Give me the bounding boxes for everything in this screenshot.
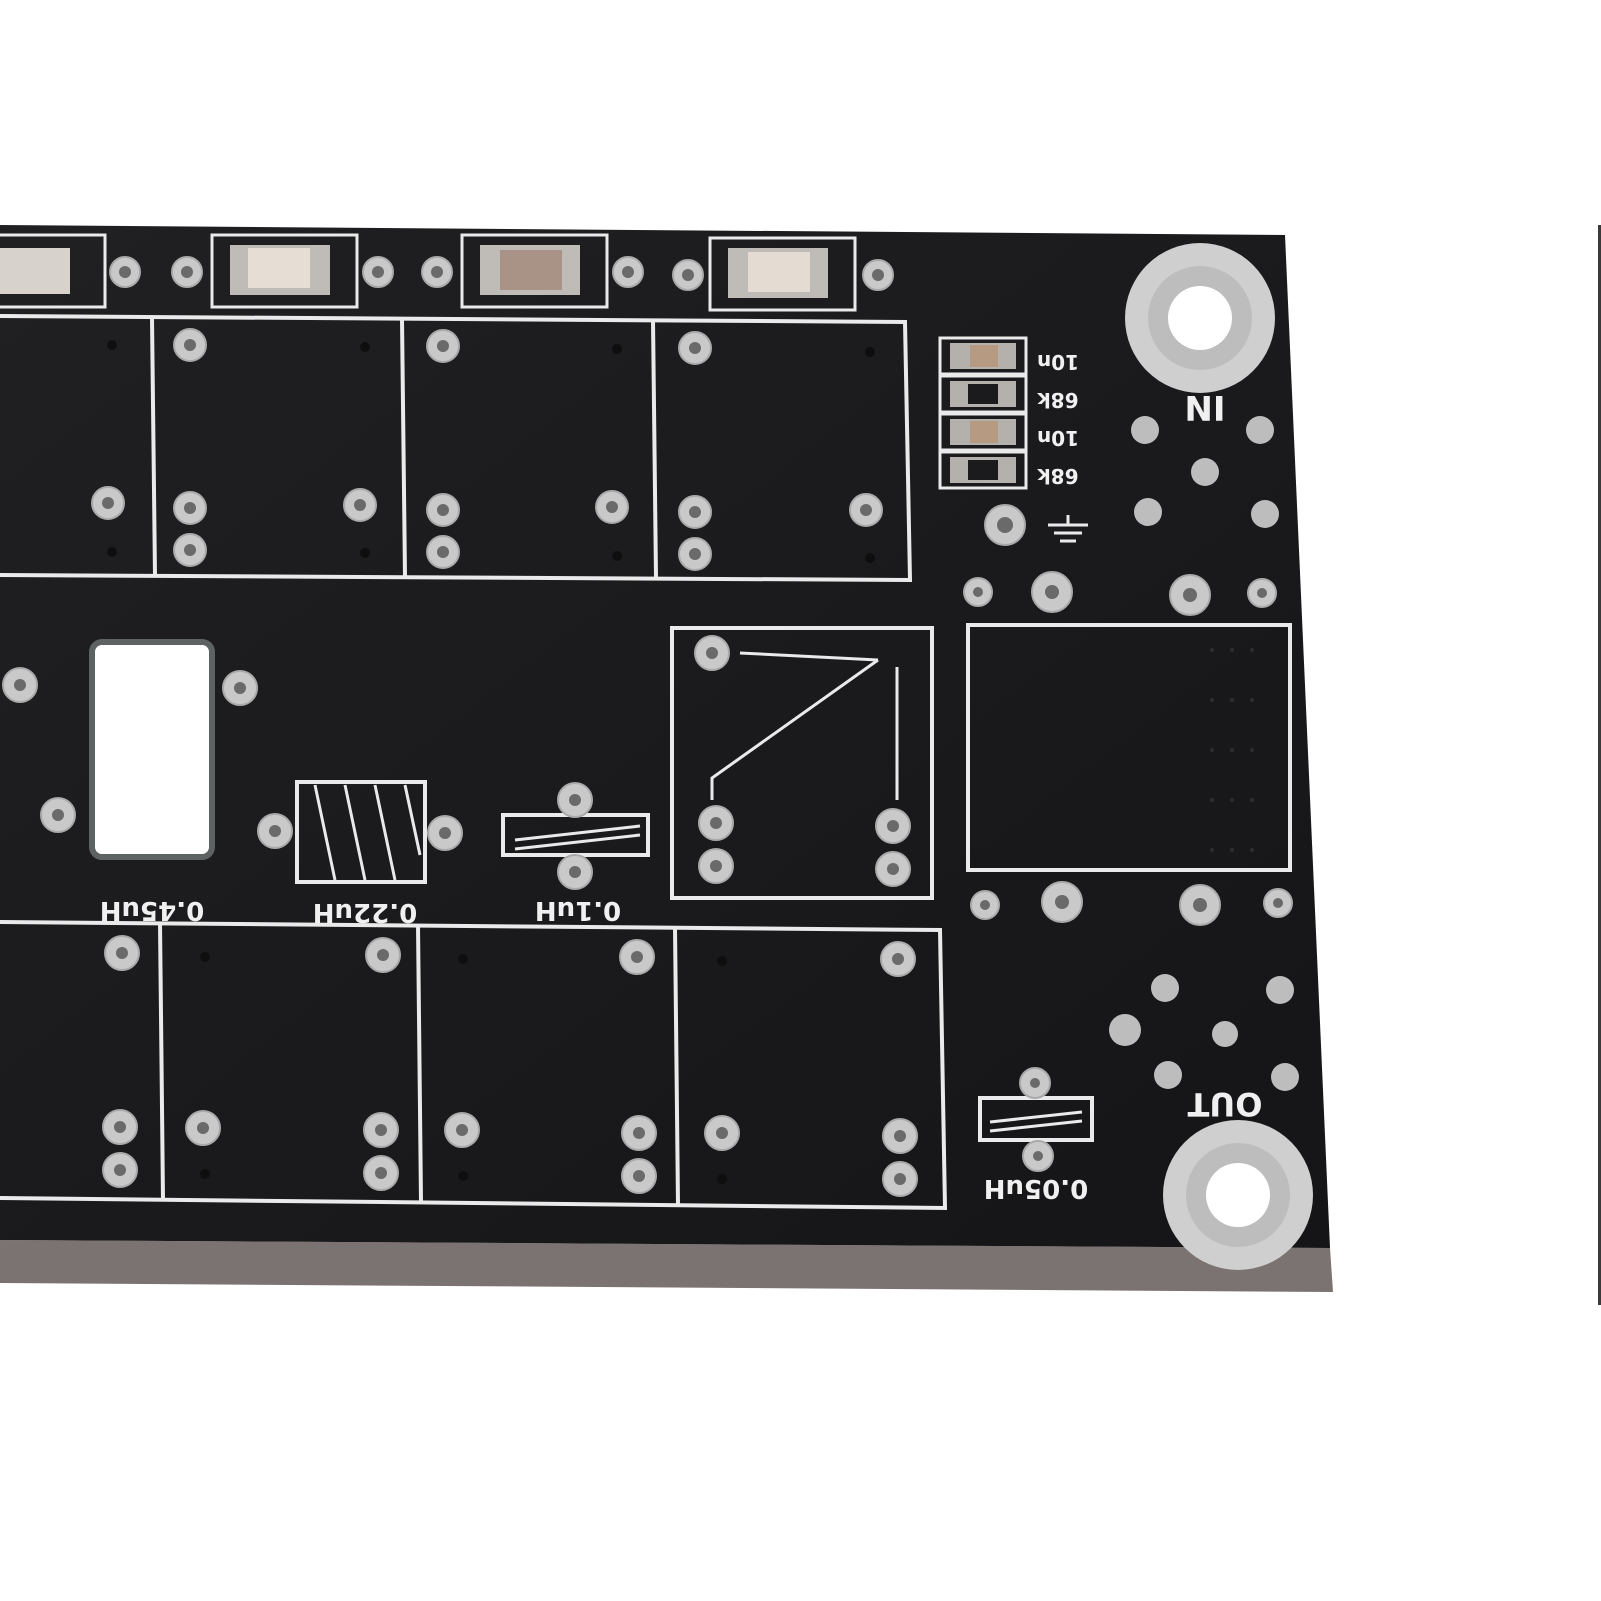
- smd-cap-1: [0, 233, 141, 309]
- inductor-01-symbol: [501, 782, 650, 890]
- label-inductance-045: 0.45uH: [100, 895, 204, 925]
- ground-symbol-glyph: [1048, 515, 1088, 543]
- label-inductance-01: 0.1uH: [535, 895, 621, 925]
- right-section: [938, 243, 1313, 1270]
- smd-cap-3: [421, 233, 644, 309]
- in-connector: [1125, 243, 1279, 528]
- top-capacitor-row: [0, 233, 894, 312]
- ic-footprint: [966, 623, 1292, 872]
- smd-stack: [938, 336, 1028, 490]
- label-res-2: 68k: [1037, 464, 1079, 488]
- relay-pads-lower: [102, 935, 918, 1197]
- via-dots-upper: [107, 340, 875, 563]
- label-inductance-005: 0.05uH: [984, 1173, 1088, 1203]
- silkscreen-labels: IN OUT 0.45uH 0.22uH 0.1uH 0.05uH 10n 68…: [100, 350, 1263, 1203]
- label-cap-1: 10n: [1037, 350, 1079, 374]
- board-edge: [0, 1240, 1333, 1292]
- second-board-edge: [1598, 225, 1601, 1305]
- via-dots-lower: [200, 952, 727, 1184]
- label-out: OUT: [1187, 1085, 1262, 1123]
- upper-relay-row: [0, 314, 913, 583]
- relay-switch-symbol: [670, 626, 934, 900]
- label-in: IN: [1184, 387, 1225, 427]
- smd-cap-4: [672, 236, 894, 312]
- label-res-1: 68k: [1037, 388, 1079, 412]
- lower-relay-row: [0, 920, 948, 1211]
- middle-section: [2, 623, 1292, 900]
- out-connector: [1109, 974, 1313, 1270]
- label-cap-2: 10n: [1037, 426, 1079, 450]
- inductor-005-symbol: [978, 1067, 1094, 1172]
- side-pads: [963, 571, 1293, 926]
- relay-pads-upper: [91, 328, 883, 571]
- label-inductance-022: 0.22uH: [313, 897, 417, 927]
- board-slot: [89, 639, 215, 860]
- smd-cap-2: [171, 233, 394, 309]
- inductor-022-symbol: [257, 780, 463, 884]
